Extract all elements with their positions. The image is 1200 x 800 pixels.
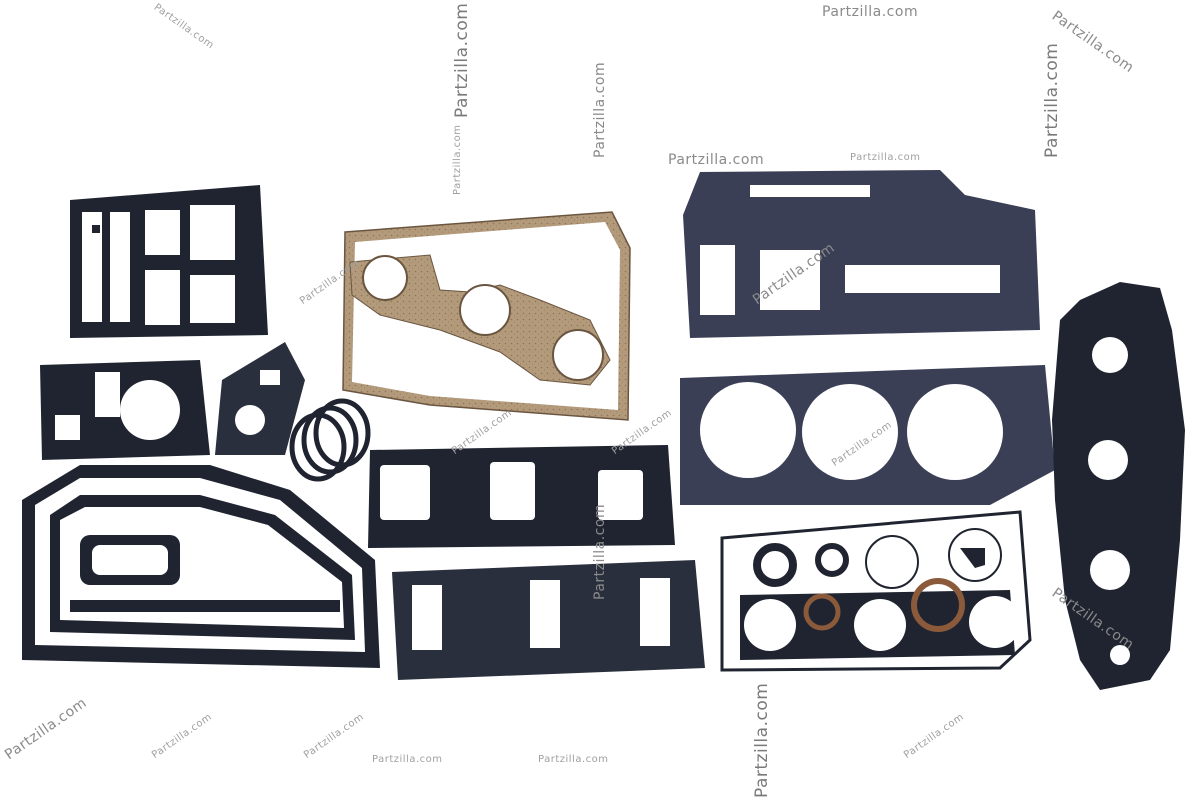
gasket-small-angled bbox=[215, 342, 305, 455]
watermark-2: Partzilla.com bbox=[452, 2, 472, 118]
watermark-6: Partzilla.com bbox=[1042, 42, 1062, 158]
gasket-lower-right bbox=[720, 510, 1032, 672]
watermark-15: Partzilla.com bbox=[592, 503, 608, 600]
watermark-3: Partzilla.com bbox=[822, 4, 919, 20]
o-ring-set bbox=[289, 398, 371, 482]
gasket-cork bbox=[342, 211, 631, 421]
gasket-head-large bbox=[680, 365, 1055, 505]
gasket-left-medium bbox=[40, 360, 210, 460]
gasket-top-right bbox=[683, 170, 1040, 338]
watermark-21: Partzilla.com bbox=[538, 754, 609, 765]
watermark-8: Partzilla.com bbox=[850, 152, 921, 163]
watermark-5: Partzilla.com bbox=[592, 61, 608, 158]
watermark-22: Partzilla.com bbox=[752, 682, 772, 798]
gasket-mid-three bbox=[368, 445, 675, 548]
watermark-9: Partzilla.com bbox=[452, 124, 463, 196]
gasket-top-left bbox=[70, 185, 268, 338]
gasket-right-tall bbox=[1052, 282, 1185, 690]
watermark-20: Partzilla.com bbox=[372, 754, 443, 765]
gasket-lower-mid bbox=[392, 560, 705, 680]
gasket-bottom-left-large bbox=[22, 465, 380, 668]
watermark-7: Partzilla.com bbox=[668, 152, 765, 168]
